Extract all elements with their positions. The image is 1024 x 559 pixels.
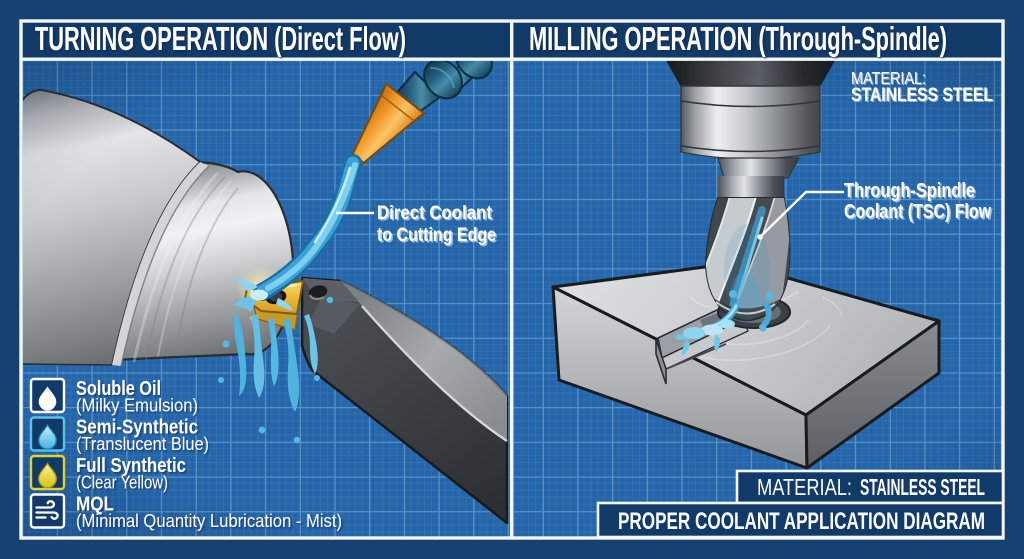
svg-text:(Milky Emulsion): (Milky Emulsion) <box>76 396 198 416</box>
svg-text:Through-Spindle: Through-Spindle <box>846 182 977 204</box>
svg-text:Soluble Oil: Soluble Oil <box>76 378 161 400</box>
svg-text:Through-Spindle: Through-Spindle <box>844 180 975 202</box>
svg-text:PROPER COOLANT APPLICATION DIA: PROPER COOLANT APPLICATION DIAGRAM <box>618 508 985 535</box>
svg-text:Full Synthetic: Full Synthetic <box>76 455 186 477</box>
svg-text:STAINLESS STEEL: STAINLESS STEEL <box>851 85 993 106</box>
svg-text:MATERIAL:: MATERIAL: <box>851 68 926 88</box>
svg-text:STAINLESS STEEL: STAINLESS STEEL <box>852 86 994 107</box>
svg-text:Coolant (TSC) Flow: Coolant (TSC) Flow <box>844 201 991 223</box>
svg-text:to Cutting Edge: to Cutting Edge <box>379 226 498 248</box>
svg-text:Semi-Synthetic: Semi-Synthetic <box>76 417 198 439</box>
svg-text:Coolant (TSC) Flow: Coolant (TSC) Flow <box>846 203 993 225</box>
svg-text:MATERIAL:: MATERIAL: <box>757 474 852 500</box>
svg-text:STAINLESS STEEL: STAINLESS STEEL <box>860 474 985 500</box>
svg-text:MILLING OPERATION (Through-Spi: MILLING OPERATION (Through-Spindle) <box>529 20 947 57</box>
svg-text:Direct Coolant: Direct Coolant <box>377 202 492 224</box>
svg-text:MATERIAL:: MATERIAL: <box>852 69 927 89</box>
svg-text:(Clear Yellow): (Clear Yellow) <box>76 473 168 493</box>
svg-text:MQL: MQL <box>76 494 114 516</box>
svg-text:Direct Coolant: Direct Coolant <box>379 204 494 226</box>
svg-text:TURNING OPERATION (Direct Flow: TURNING OPERATION (Direct Flow) <box>35 20 406 57</box>
svg-text:to Cutting Edge: to Cutting Edge <box>377 224 496 246</box>
svg-text:(Translucent Blue): (Translucent Blue) <box>76 434 209 454</box>
svg-text:(Minimal Quantity Lubrication: (Minimal Quantity Lubrication - Mist) <box>76 511 342 531</box>
